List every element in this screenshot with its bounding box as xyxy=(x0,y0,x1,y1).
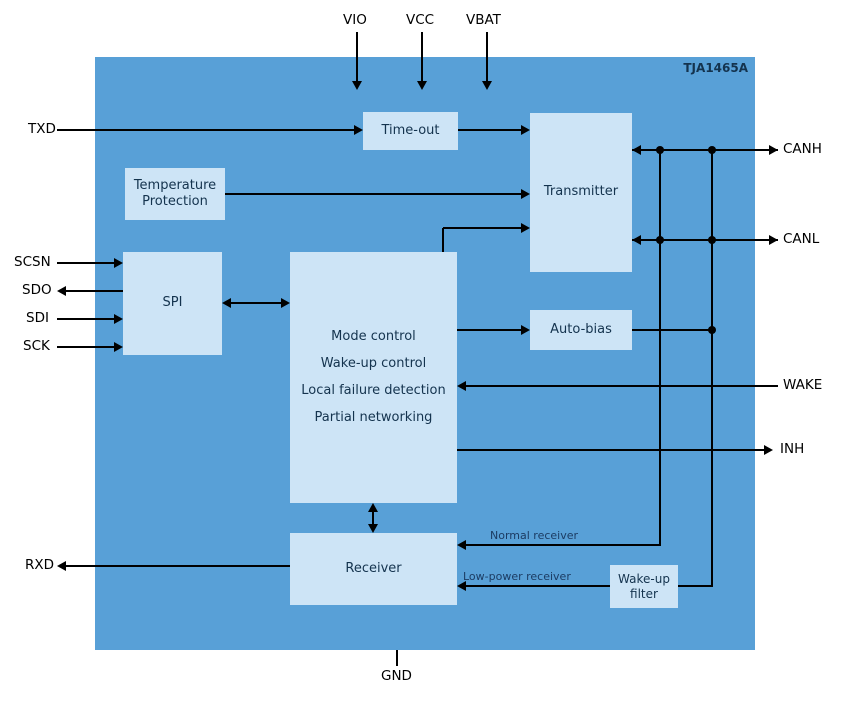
mode-control-line-1: Mode control xyxy=(331,328,416,344)
connector-wakeup-filter-bus xyxy=(678,585,712,587)
pin-label-vio: VIO xyxy=(343,12,367,28)
arrowhead-canh-pin xyxy=(769,145,778,155)
connector-temp-transmitter xyxy=(225,193,522,195)
connector-sck xyxy=(57,346,115,348)
arrowhead-vbat xyxy=(482,81,492,90)
temperature-protection-block: Temperature Protection xyxy=(125,168,225,220)
arrowhead-spi-mode-right xyxy=(281,298,290,308)
connector-spi-mode xyxy=(231,302,281,304)
auto-bias-block: Auto-bias xyxy=(530,310,632,350)
connector-mode-autobias xyxy=(457,329,522,331)
auto-bias-label: Auto-bias xyxy=(550,321,612,337)
pin-label-canh: CANH xyxy=(783,141,822,157)
mode-control-line-2: Wake-up control xyxy=(320,355,427,371)
spi-label: SPI xyxy=(162,295,183,311)
timeout-block: Time-out xyxy=(363,112,458,150)
connector-scsn xyxy=(57,262,115,264)
connector-gnd xyxy=(396,650,398,666)
arrowhead-mode-transmitter xyxy=(521,223,530,233)
transmitter-block: Transmitter xyxy=(530,113,632,272)
connector-canl xyxy=(632,239,778,241)
arrowhead-rxd xyxy=(57,561,66,571)
mode-control-line-3: Local failure detection xyxy=(301,383,446,398)
arrowhead-mode-autobias xyxy=(521,325,530,335)
arrowhead-vio xyxy=(352,81,362,90)
arrowhead-canh-transmitter xyxy=(632,145,641,155)
arrowhead-mode-receiver-down xyxy=(368,524,378,533)
receiver-block: Receiver xyxy=(290,533,457,605)
arrowhead-sdi xyxy=(114,314,123,324)
pin-label-txd: TXD xyxy=(28,121,56,137)
pin-label-inh: INH xyxy=(780,441,805,457)
transmitter-label: Transmitter xyxy=(543,184,619,200)
arrowhead-mode-receiver-up xyxy=(368,503,378,512)
connector-vio xyxy=(356,32,358,82)
connector-txd xyxy=(57,129,357,131)
wakeup-filter-block: Wake-up filter xyxy=(610,565,678,608)
connector-mode-transmitter-vertical xyxy=(442,228,444,252)
temperature-protection-label: Temperature Protection xyxy=(133,177,217,209)
low-power-receiver-label: Low-power receiver xyxy=(463,570,571,583)
arrowhead-wake xyxy=(457,381,466,391)
pin-label-sdo: SDO xyxy=(22,282,52,298)
connector-sdi xyxy=(57,318,115,320)
arrowhead-spi-mode-left xyxy=(222,298,231,308)
connector-sdo xyxy=(66,290,123,292)
pin-label-vbat: VBAT xyxy=(466,12,501,28)
arrowhead-txd xyxy=(354,125,363,135)
receiver-label: Receiver xyxy=(345,560,402,576)
spi-block: SPI xyxy=(123,252,222,355)
connector-vcc xyxy=(421,32,423,82)
connector-bus-tap-right xyxy=(711,150,713,587)
pin-label-vcc: VCC xyxy=(406,12,435,28)
arrowhead-low-power-receiver xyxy=(457,581,466,591)
connector-rxd xyxy=(66,565,290,567)
wakeup-filter-label: Wake-up filter xyxy=(618,571,670,601)
connector-inh xyxy=(457,449,765,451)
connector-bus-tap-left xyxy=(659,150,661,546)
connector-mode-transmitter-horizontal xyxy=(443,227,522,229)
mode-control-block: Mode control Wake-up control Local failu… xyxy=(290,252,457,503)
arrowhead-temp-transmitter xyxy=(521,189,530,199)
timeout-label: Time-out xyxy=(381,122,440,138)
arrowhead-inh xyxy=(764,445,773,455)
arrowhead-sck xyxy=(114,342,123,352)
pin-label-rxd: RXD xyxy=(25,557,55,573)
connector-timeout-transmitter xyxy=(458,129,522,131)
arrowhead-sdo xyxy=(57,286,66,296)
pin-label-wake: WAKE xyxy=(783,377,823,393)
pin-label-scsn: SCSN xyxy=(14,254,51,270)
pin-label-gnd: GND xyxy=(381,668,412,684)
connector-wake xyxy=(466,385,778,387)
connector-autobias-bus xyxy=(632,329,712,331)
connector-mode-receiver xyxy=(372,512,374,524)
connector-canh xyxy=(632,149,778,151)
arrowhead-normal-receiver xyxy=(457,540,466,550)
junction-dot-autobias xyxy=(708,326,716,334)
pin-label-sdi: SDI xyxy=(26,310,49,326)
arrowhead-vcc xyxy=(417,81,427,90)
connector-vbat xyxy=(486,32,488,82)
arrowhead-canl-pin xyxy=(769,235,778,245)
pin-label-canl: CANL xyxy=(783,231,820,247)
pin-label-sck: SCK xyxy=(23,338,50,354)
connector-low-power-receiver xyxy=(466,585,610,587)
mode-control-line-4: Partial networking xyxy=(314,410,433,426)
connector-normal-receiver xyxy=(466,544,660,546)
arrowhead-canl-transmitter xyxy=(632,235,641,245)
arrowhead-scsn xyxy=(114,258,123,268)
chip-title: TJA1465A xyxy=(683,61,748,75)
arrowhead-timeout-transmitter xyxy=(521,125,530,135)
normal-receiver-label: Normal receiver xyxy=(490,529,579,542)
